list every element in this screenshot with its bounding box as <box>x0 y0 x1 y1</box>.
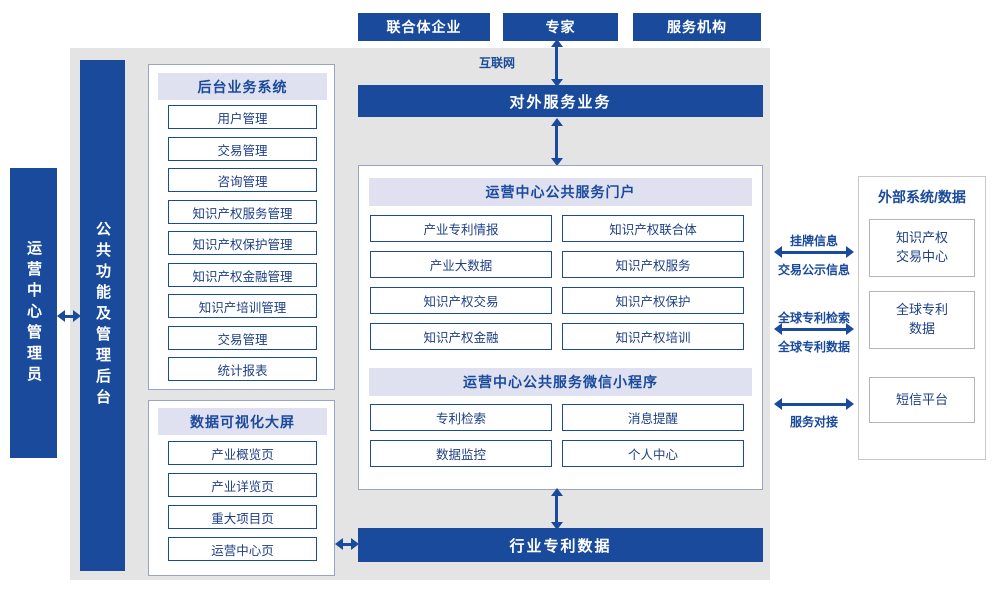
backend-item-ip-service-mgmt: 知识产权服务管理 <box>168 200 317 224</box>
portal-panel-title: 运营中心公共服务门户 <box>369 178 752 206</box>
public-mgmt-bar-label: 公共功能及管理后台 <box>94 221 111 410</box>
backend-item-ip-protection-mgmt: 知识产权保护管理 <box>168 231 317 255</box>
industry-patent-data-bar: 行业专利数据 <box>358 528 763 562</box>
backend-item-ip-training-mgmt: 知识产培训管理 <box>168 294 317 318</box>
arrow-internet-connector <box>550 39 563 87</box>
public-mgmt-bar: 公共功能及管理后台 <box>80 60 125 571</box>
mini-item-personal-center: 个人中心 <box>562 440 744 467</box>
admin-bar-label: 运营中心管理员 <box>25 239 42 387</box>
viz-item-industry-detail: 产业详览页 <box>168 473 317 497</box>
backend-item-trade-mgmt: 交易管理 <box>168 137 317 161</box>
viz-item-operation-center: 运营中心页 <box>168 537 317 561</box>
backend-item-ip-finance-mgmt: 知识产权金融管理 <box>168 263 317 287</box>
service-connect-label: 服务对接 <box>789 415 838 429</box>
portal-item-industry-bigdata: 产业大数据 <box>370 251 552 278</box>
ext-line-1: 全球专利 <box>895 302 948 318</box>
portal-item-ip-protection: 知识产权保护 <box>562 287 744 314</box>
arrow-viz-to-patent-data <box>335 538 359 550</box>
mini-item-data-monitor: 数据监控 <box>370 440 552 467</box>
backend-panel-title: 后台业务系统 <box>158 73 327 100</box>
external-item-sms-platform: 短信平台 <box>869 377 975 423</box>
arrow-admin-to-mgmt <box>57 310 81 322</box>
backend-item-stats-report: 统计报表 <box>168 357 317 381</box>
external-service-bar: 对外服务业务 <box>358 85 763 117</box>
miniprogram-panel-title: 运营中心公共服务微信小程序 <box>369 368 752 396</box>
visualization-panel: 数据可视化大屏 产业概览页 产业详览页 重大项目页 运营中心页 <box>148 400 335 576</box>
arrow-global-patent <box>774 323 854 335</box>
ext-line-2: 数据 <box>908 321 935 336</box>
portal-panel: 运营中心公共服务门户 产业专利情报 知识产权联合体 产业大数据 知识产权服务 知… <box>358 165 763 490</box>
node-consortium-enterprises: 联合体企业 <box>358 13 490 41</box>
backend-item-consult-mgmt: 咨询管理 <box>168 168 317 192</box>
mini-item-message-alert: 消息提醒 <box>562 404 744 431</box>
ext-line-2: 交易中心 <box>895 249 948 264</box>
backend-item-user-mgmt: 用户管理 <box>168 105 317 129</box>
portal-item-ip-training: 知识产权培训 <box>562 323 744 350</box>
viz-item-industry-overview: 产业概览页 <box>168 441 317 465</box>
trade-publicity-label: 交易公示信息 <box>777 263 850 277</box>
external-systems-panel: 外部系统/数据 知识产权 交易中心 全球专利 数据 短信平台 <box>858 176 986 460</box>
external-item-global-patent-data: 全球专利 数据 <box>869 291 975 349</box>
portal-item-industry-patent-intel: 产业专利情报 <box>370 215 552 242</box>
ext-line-1: 短信平台 <box>895 391 948 407</box>
global-patent-search-label: 全球专利检索 <box>777 311 850 325</box>
arrow-service-to-portal <box>550 118 563 166</box>
external-systems-title: 外部系统/数据 <box>878 189 966 205</box>
arrow-portal-to-patent-data <box>550 488 563 530</box>
node-experts: 专家 <box>503 13 618 41</box>
mini-item-patent-search: 专利检索 <box>370 404 552 431</box>
portal-item-ip-consortium: 知识产权联合体 <box>562 215 744 242</box>
visualization-panel-title: 数据可视化大屏 <box>158 408 327 435</box>
backend-item-trade-mgmt-2: 交易管理 <box>168 326 317 350</box>
ext-line-1: 知识产权 <box>895 230 948 246</box>
internet-label: 互联网 <box>478 56 515 70</box>
portal-item-ip-finance: 知识产权金融 <box>370 323 552 350</box>
listing-info-label: 挂牌信息 <box>789 234 838 248</box>
node-service-organizations: 服务机构 <box>633 13 761 41</box>
arrow-ip-trade-center <box>774 246 854 258</box>
arrow-sms-platform <box>774 398 854 410</box>
admin-bar: 运营中心管理员 <box>10 168 57 458</box>
external-item-ip-trade-center: 知识产权 交易中心 <box>869 219 975 277</box>
portal-item-ip-trade: 知识产权交易 <box>370 287 552 314</box>
backend-panel: 后台业务系统 用户管理 交易管理 咨询管理 知识产权服务管理 知识产权保护管理 … <box>148 64 335 390</box>
global-patent-data-label: 全球专利数据 <box>777 340 850 354</box>
viz-item-major-project: 重大项目页 <box>168 505 317 529</box>
portal-item-ip-service: 知识产权服务 <box>562 251 744 278</box>
